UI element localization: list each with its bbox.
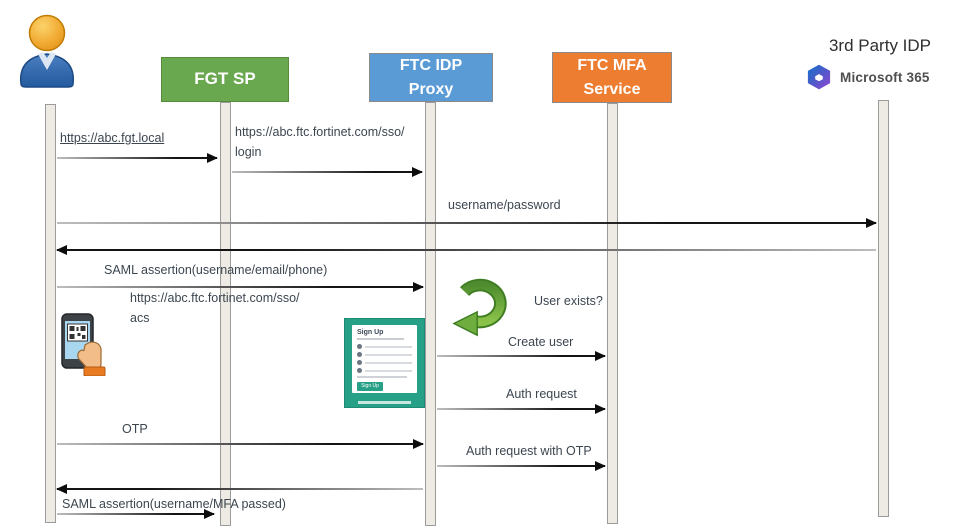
field-icon: [357, 344, 362, 349]
actor-third-party-idp-title: 3rd Party IDP: [828, 36, 932, 55]
retry-loop-arrow-icon: [452, 278, 507, 337]
signup-title: Sign Up: [357, 329, 384, 336]
person-icon: [20, 14, 74, 88]
actor-ftc-idp-proxy-label: FTC IDP Proxy: [399, 57, 463, 98]
microsoft-365-label: Microsoft 365: [840, 69, 930, 85]
actor-ftc-idp-proxy: FTC IDP Proxy: [369, 53, 493, 102]
signup-terms-bar: [357, 376, 407, 378]
label-sso-login-url-line1: https://abc.ftc.fortinet.com/sso/: [235, 125, 405, 139]
signup-field: [357, 352, 412, 357]
signup-panel: Sign Up Sign Up: [352, 325, 417, 393]
arrow-user-to-idp-otp: [57, 439, 424, 449]
field-icon: [357, 368, 362, 373]
label-saml-assertion-request: SAML assertion(username/email/phone): [104, 263, 328, 277]
phone-qr-code-icon: [61, 313, 106, 376]
actor-fgt-sp: FGT SP: [161, 57, 289, 102]
lifeline-ftc-idp-proxy: [425, 102, 436, 526]
arrow-idp-to-mfa-auth-request-otp: [437, 461, 606, 471]
signup-field: [357, 344, 412, 349]
microsoft-365-logo: [807, 64, 831, 90]
label-user-exists: User exists?: [534, 294, 603, 308]
label-auth-request: Auth request: [506, 387, 577, 401]
actor-fgt-sp-label: FGT SP: [194, 69, 256, 89]
label-create-user: Create user: [508, 335, 574, 349]
arrow-user-to-fgt-saml-response: [57, 509, 215, 519]
label-auth-request-with-otp: Auth request with OTP: [466, 444, 592, 458]
actor-microsoft-365: Microsoft 365: [806, 64, 930, 90]
arrow-idp-to-mfa-auth-request: [437, 404, 606, 414]
signup-page-thumbnail: Sign Up Sign Up: [344, 318, 425, 408]
actor-ftc-mfa-service-label: FTC MFA Service: [577, 57, 647, 98]
arrow-fgt-to-idp-sso-login: [232, 167, 423, 177]
arrow-user-to-idp-saml-assertion: [57, 282, 424, 292]
arrow-user-to-fgt-login: [57, 153, 218, 163]
link-fgt-url[interactable]: https://abc.fgt.local: [60, 131, 165, 145]
lifeline-ftc-mfa-service: [607, 103, 618, 524]
arrow-idp-to-mfa-create-user: [437, 351, 606, 361]
lifeline-third-party-idp: [878, 100, 889, 517]
arrow-idp-to-user-return: [56, 484, 423, 494]
label-username-password: username/password: [448, 198, 561, 212]
field-icon: [357, 360, 362, 365]
arrow-3rd-party-to-user-return: [56, 245, 876, 255]
field-icon: [357, 352, 362, 357]
label-sso-acs-url: https://abc.ftc.fortinet.com/sso/ acs: [130, 288, 300, 328]
signup-subtitle-bar: [357, 338, 404, 340]
arrow-user-to-3rd-party-credentials: [57, 218, 877, 228]
actor-ftc-mfa-service: FTC MFA Service: [552, 52, 672, 103]
label-saml-assertion-response: SAML assertion(username/MFA passed): [62, 497, 286, 511]
label-sso-acs-url-line1: https://abc.ftc.fortinet.com/sso/: [130, 291, 300, 305]
signup-field: [357, 368, 412, 373]
lifeline-user: [45, 104, 56, 523]
label-otp: OTP: [122, 422, 148, 436]
signup-caption-bar: [358, 401, 411, 404]
label-sso-login-url: https://abc.ftc.fortinet.com/sso/ login: [235, 122, 405, 162]
signup-button: Sign Up: [357, 382, 383, 391]
label-sso-login-url-line2: login: [235, 145, 262, 159]
lifeline-fgt-sp: [220, 102, 231, 526]
signup-field: [357, 360, 412, 365]
label-sso-acs-url-line2: acs: [130, 311, 150, 325]
